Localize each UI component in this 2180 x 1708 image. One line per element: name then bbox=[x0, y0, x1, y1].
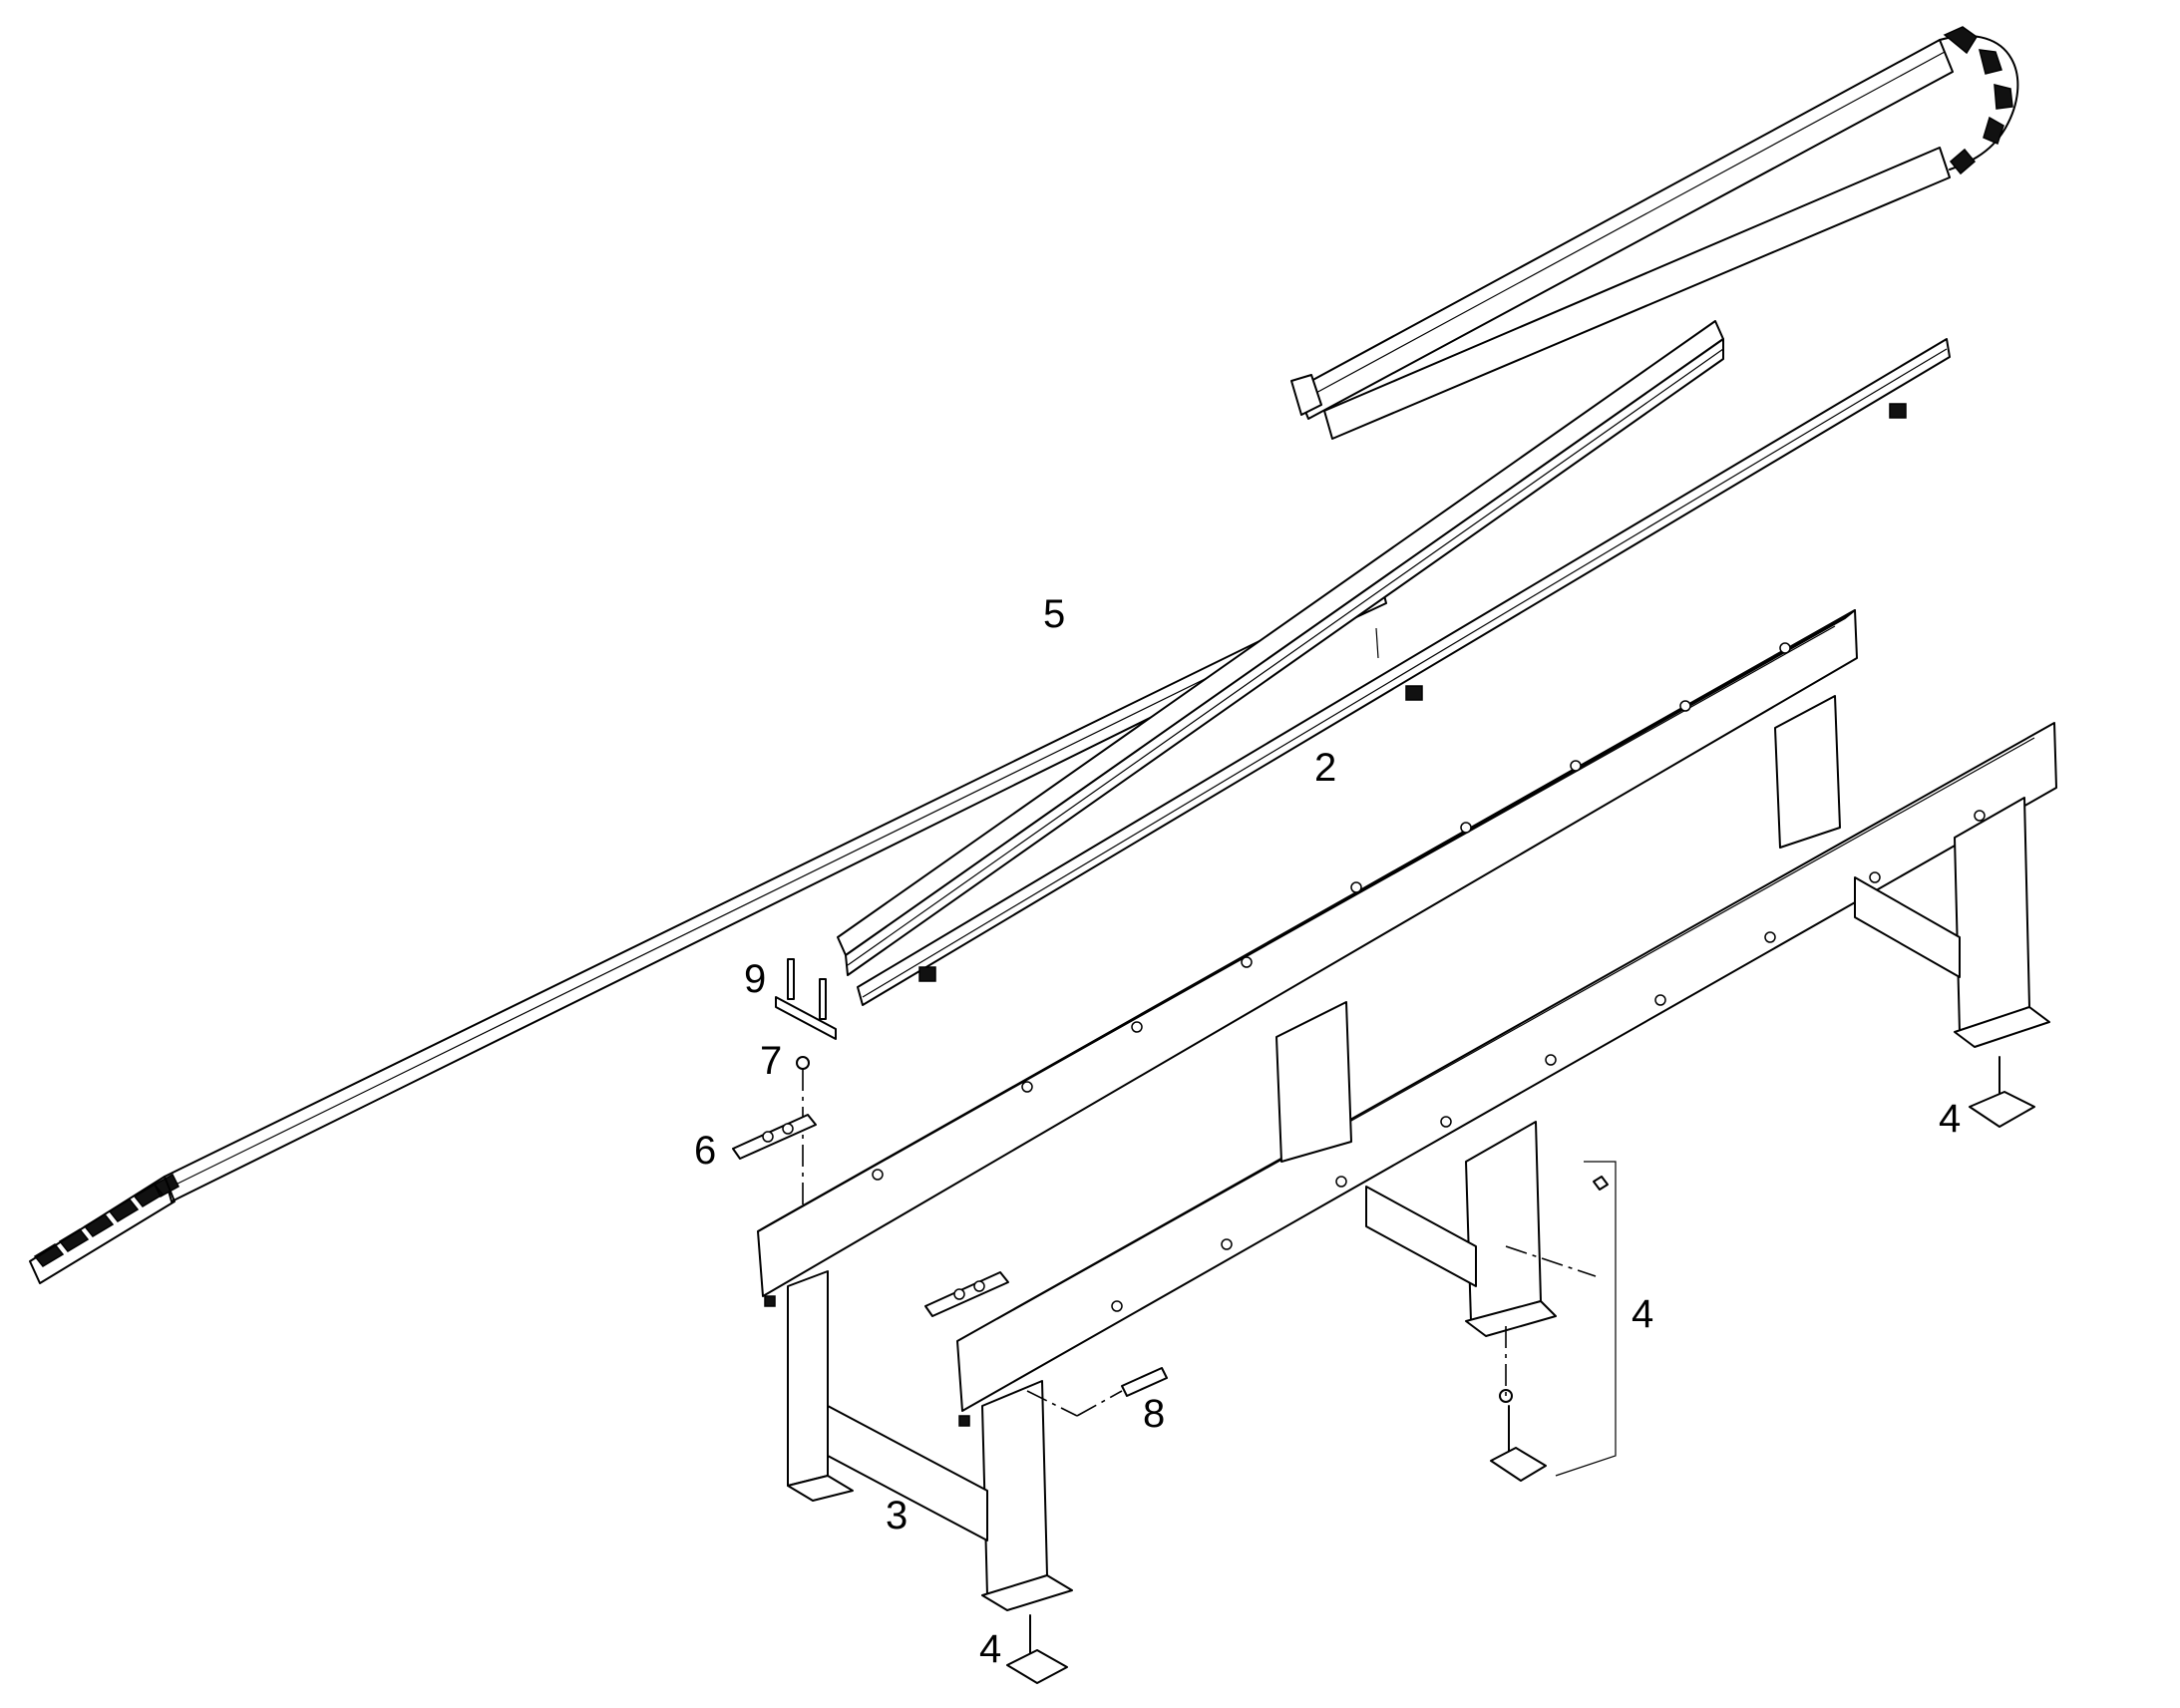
clamp-plate-part-6 bbox=[732, 1114, 1009, 1317]
callout-4-bottom: 4 bbox=[979, 1627, 1002, 1671]
frame-part-3 bbox=[757, 609, 2057, 1611]
callout-3: 3 bbox=[886, 1494, 908, 1537]
bracket-part-9 bbox=[775, 958, 837, 1040]
callout-8: 8 bbox=[1143, 1392, 1166, 1436]
bolt-part-8 bbox=[1026, 1367, 1168, 1417]
callout-4-middle: 4 bbox=[1632, 1292, 1654, 1336]
callout-5: 5 bbox=[1043, 592, 1066, 636]
cable-chain-part-5 bbox=[29, 26, 2019, 1284]
callout-4-right: 4 bbox=[1939, 1097, 1962, 1141]
callout-7: 7 bbox=[760, 1039, 783, 1083]
rail-holes-back bbox=[872, 642, 1791, 1181]
callout-6: 6 bbox=[694, 1129, 717, 1173]
screw-part-7 bbox=[796, 1056, 810, 1226]
rail-holes-front bbox=[1111, 810, 1986, 1312]
channel-guide-part-2 bbox=[837, 320, 1951, 1006]
leveling-feet-part-4 bbox=[1006, 1056, 2035, 1684]
callout-2: 2 bbox=[1314, 746, 1337, 790]
callout-9: 9 bbox=[744, 957, 767, 1001]
